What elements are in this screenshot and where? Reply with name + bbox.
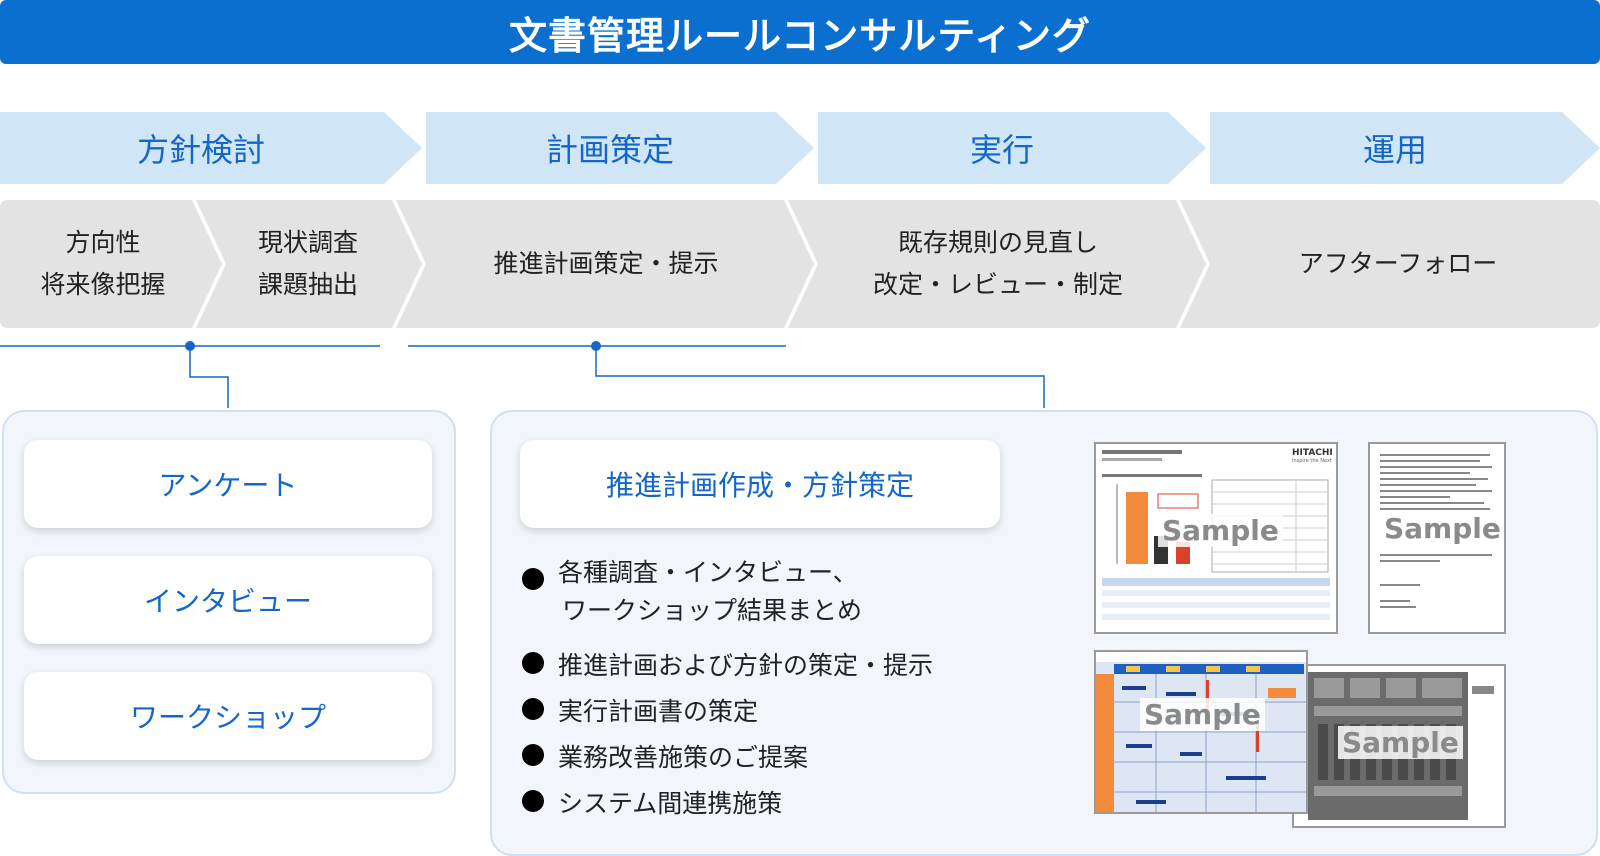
method-card-workshop: ワークショップ	[24, 672, 432, 760]
sample-document-floorplan: Sample	[1292, 664, 1506, 828]
step-followup: アフターフォロー	[1196, 200, 1600, 328]
bullet-text: 推進計画および方針の策定・提示	[558, 651, 934, 680]
step-plan: 推進計画策定・提示	[412, 200, 800, 328]
sample-watermark: Sample	[1338, 726, 1463, 759]
method-label: アンケート	[158, 469, 298, 502]
brand-tagline: Inspire the Next	[1292, 458, 1332, 464]
method-card-interview: インタビュー	[24, 556, 432, 644]
sample-watermark: Sample	[1140, 698, 1265, 731]
sample-watermark: Sample	[1380, 512, 1504, 545]
step-direction: 方向性 将来像把握	[0, 200, 206, 328]
step-survey: 現状調査 課題抽出	[206, 200, 410, 328]
plan-card-label: 推進計画作成・方針策定	[605, 469, 914, 502]
bullet-text: ワークショップ結果まとめ	[562, 596, 863, 625]
sample-document-schedule: Sample	[1094, 650, 1308, 814]
phase-chevron-1	[0, 112, 422, 184]
step-line: 課題抽出	[257, 270, 358, 299]
step-line: 将来像把握	[40, 270, 166, 299]
plan-bullet-1: 各種調査・インタビュー、 ワークショップ結果まとめ	[520, 558, 863, 630]
floorplan-thumbnail	[1294, 666, 1504, 826]
connector-left	[0, 345, 380, 408]
step-chevron-1	[0, 200, 222, 328]
phase-label: 計画策定	[545, 131, 674, 169]
phase-chevron-2	[426, 112, 814, 184]
connector-left-dot	[185, 341, 195, 351]
bullet-dot	[522, 652, 544, 674]
step-line: 現状調査	[257, 228, 358, 257]
sample-document-text: Sample	[1368, 442, 1506, 634]
phase-label: 実行	[969, 131, 1034, 169]
plan-bullet-3: 実行計画書の策定	[520, 692, 758, 728]
step-chevron-3	[396, 200, 814, 328]
phase-policy: 方針検討	[0, 112, 422, 184]
bullet-dot	[522, 568, 544, 590]
bullet-dot	[522, 790, 544, 812]
step-line: 既存規則の見直し	[897, 228, 1098, 257]
phase-label: 方針検討	[136, 131, 265, 169]
step-line: 方向性	[65, 228, 141, 257]
sample-watermark: Sample	[1158, 514, 1283, 547]
bullet-text: 実行計画書の策定	[558, 697, 759, 726]
schedule-thumbnail	[1096, 652, 1306, 812]
bullet-text: 業務改善施策のご提案	[558, 743, 809, 772]
plan-card: 推進計画作成・方針策定	[520, 440, 1000, 528]
plan-bullet-5: システム間連携施策	[520, 784, 782, 820]
method-card-survey: アンケート	[24, 440, 432, 528]
step-line: 改定・レビュー・制定	[872, 270, 1123, 299]
phase-operation: 運用	[1210, 112, 1600, 184]
step-chevron-2	[196, 200, 422, 328]
phase-planning: 計画策定	[426, 112, 814, 184]
plan-bullet-2: 推進計画および方針の策定・提示	[520, 646, 933, 682]
phase-chevron-4	[1210, 112, 1600, 184]
phase-label: 運用	[1362, 131, 1427, 169]
step-chevron-4	[788, 200, 1206, 328]
step-chevrons	[0, 200, 1600, 328]
method-label: ワークショップ	[129, 701, 326, 734]
phase-chevron-3	[818, 112, 1206, 184]
report-thumbnail	[1096, 444, 1336, 632]
step-line: 推進計画策定・提示	[493, 249, 719, 278]
step-line: アフターフォロー	[1298, 249, 1498, 278]
connector-right	[408, 345, 1045, 408]
plan-bullet-4: 業務改善施策のご提案	[520, 738, 808, 774]
bullet-text: システム間連携施策	[558, 789, 783, 818]
phase-chevrons	[0, 112, 1600, 184]
bullet-dot	[522, 744, 544, 766]
brand-logo: HITACHI	[1292, 448, 1333, 458]
step-chevron-5	[1180, 200, 1600, 328]
bullet-dot	[522, 698, 544, 720]
bullet-text: 各種調査・インタビュー、	[558, 558, 858, 587]
step-rules: 既存規則の見直し 改定・レビュー・制定	[804, 200, 1192, 328]
phase-execution: 実行	[818, 112, 1206, 184]
connector-right-dot	[591, 341, 601, 351]
method-label: インタビュー	[143, 585, 312, 618]
sample-document-report: HITACHI Inspire the Next Sample	[1094, 442, 1338, 634]
process-flow-shapes	[0, 112, 1600, 408]
page-title: 文書管理ルールコンサルティング	[0, 0, 1600, 64]
